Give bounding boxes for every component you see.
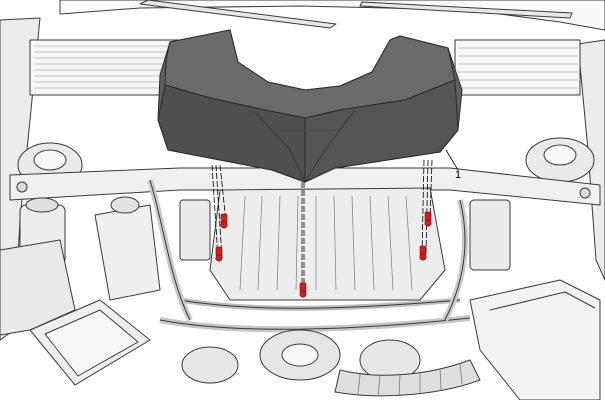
callout-1: 1	[445, 149, 461, 181]
fastener-lower-left	[215, 246, 223, 262]
fastener-center	[299, 282, 307, 298]
right-module	[469, 199, 511, 271]
fastener-guide-lines	[211, 159, 433, 292]
pulley-left	[181, 346, 239, 384]
cowl-grille	[29, 39, 181, 96]
coolant-reservoir	[94, 204, 161, 301]
fasteners	[215, 211, 432, 298]
coolant-pipe	[179, 297, 461, 311]
wiper-arm	[139, 0, 337, 29]
left-strut-cap	[33, 149, 67, 171]
right-strut-cap	[543, 144, 577, 166]
fastener-upper-right	[424, 211, 432, 227]
lower-pipe	[159, 315, 471, 333]
battery-area	[0, 239, 76, 336]
intake-hose	[334, 359, 481, 397]
supercharger-housing	[209, 187, 446, 301]
fastener-lower-right	[419, 245, 427, 261]
wiper-arm-right	[359, 1, 573, 19]
callout-1-label: 1	[455, 169, 461, 181]
callout-1-leader	[445, 149, 459, 171]
left-module	[179, 199, 211, 261]
air-intake-duct	[469, 279, 601, 400]
fastener-upper-left	[220, 213, 228, 229]
engine-cover	[157, 29, 463, 183]
